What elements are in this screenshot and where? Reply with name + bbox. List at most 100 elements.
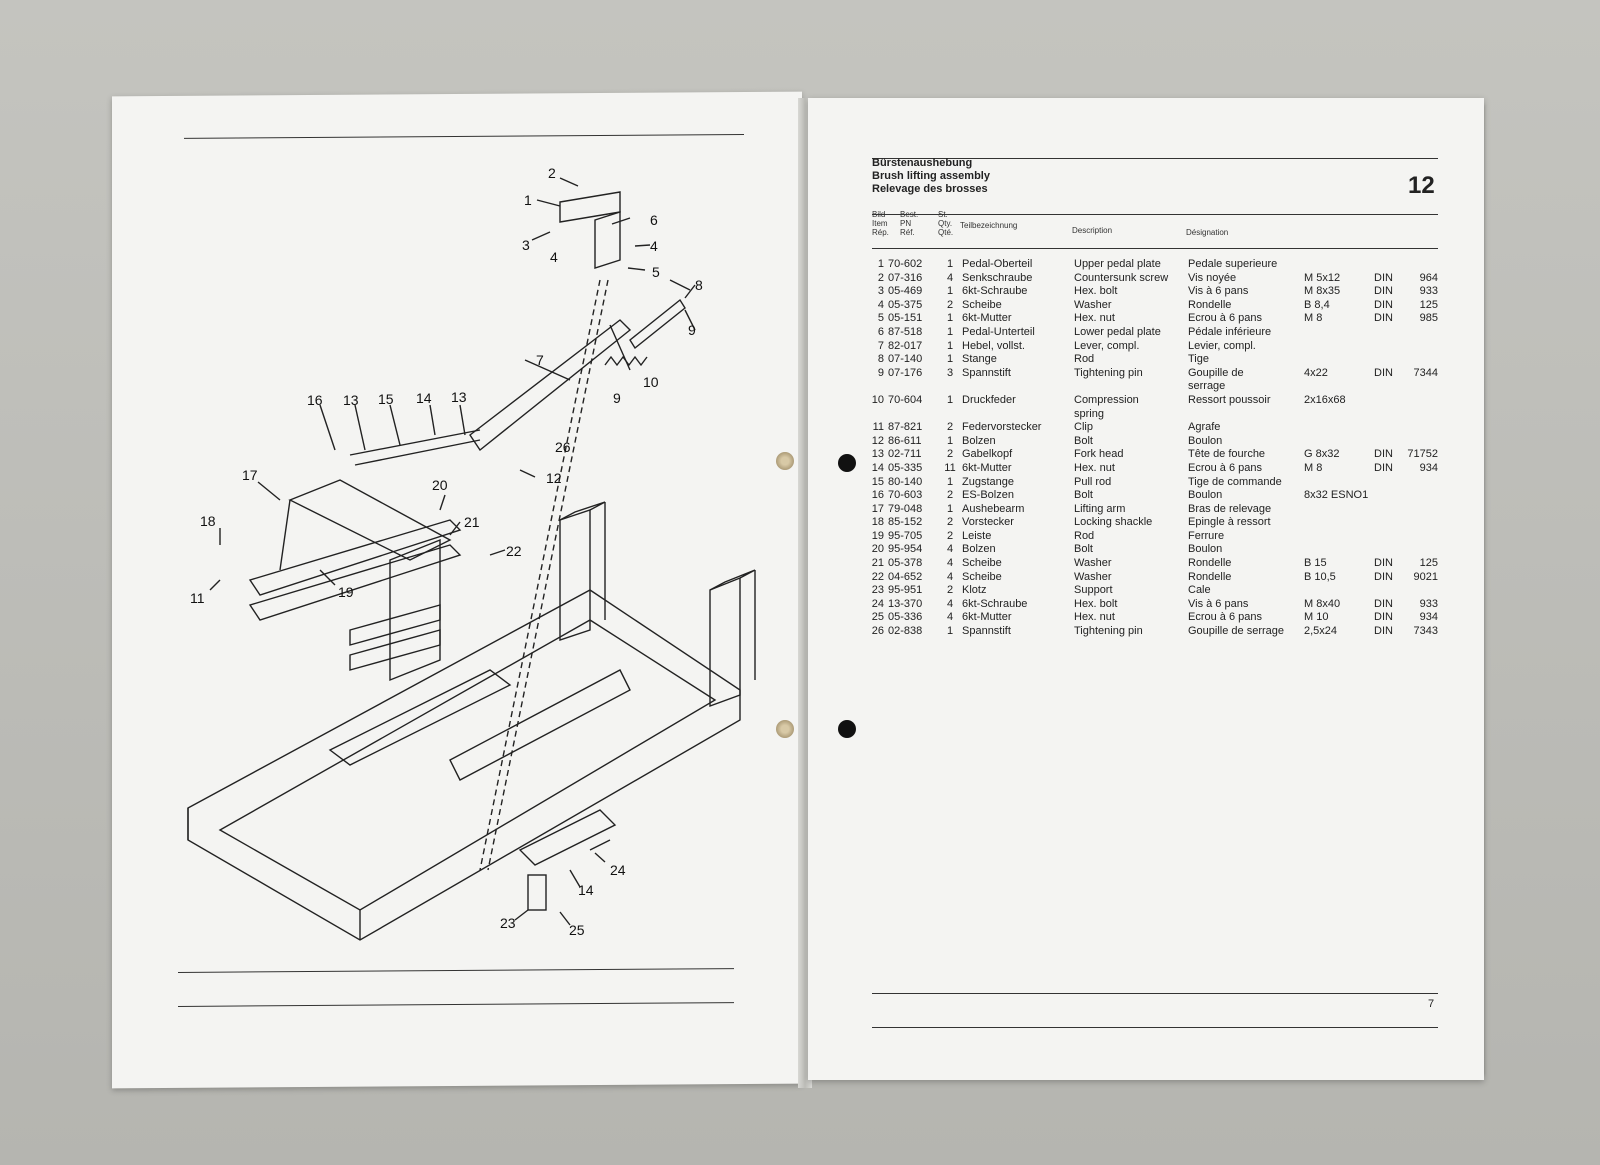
col-header-qty-en: Qty. xyxy=(938,219,953,228)
cell-std xyxy=(1374,435,1402,449)
cell-std xyxy=(1374,326,1402,340)
cell-de: Druckfeder xyxy=(962,393,1016,406)
cell-item xyxy=(866,408,888,422)
cell-en: Pull rod xyxy=(1074,475,1112,488)
cell-en: Hex. bolt xyxy=(1074,285,1118,298)
cell-qty: 1 xyxy=(946,393,954,406)
cell-stdno xyxy=(1402,489,1438,503)
title-de: Bürstenaushebung xyxy=(872,157,973,169)
callout-13b: 13 xyxy=(451,389,467,405)
binding-hole xyxy=(776,720,794,738)
cell-item: 26 xyxy=(871,625,884,638)
cell-en: Rod xyxy=(1074,529,1095,542)
cell-qty: 1 xyxy=(946,353,954,366)
cell-fr: Ressort poussoir xyxy=(1188,393,1271,406)
cell-pn: 13-370 xyxy=(888,597,923,610)
cell-std xyxy=(1374,340,1402,354)
cell-stdno xyxy=(1402,584,1438,598)
frame-drawing xyxy=(187,177,756,941)
cell-fr: Agrafe xyxy=(1188,421,1221,434)
callout-23: 23 xyxy=(500,915,516,931)
cell-size xyxy=(1304,476,1374,490)
cell-fr: Rondelle xyxy=(1188,298,1232,311)
cell-fr: Bras de relevage xyxy=(1188,502,1272,515)
cell-en: Hex. nut xyxy=(1074,312,1115,325)
cell-en: Washer xyxy=(1074,557,1112,570)
callout-4a: 4 xyxy=(550,249,558,265)
cell-stdno: 7344 xyxy=(1413,366,1438,379)
cell-stdno: 985 xyxy=(1419,312,1438,325)
callout-6: 6 xyxy=(650,212,658,228)
cell-size xyxy=(1304,421,1374,435)
cell-item: 12 xyxy=(871,434,884,447)
cell-stdno: 125 xyxy=(1419,557,1438,570)
cell-fr: Ferrure xyxy=(1188,529,1225,542)
callout-3: 3 xyxy=(522,237,530,253)
callout-16: 16 xyxy=(307,392,323,408)
cell-qty: 2 xyxy=(946,584,954,597)
cell-qty: 2 xyxy=(946,489,954,502)
cell-item: 24 xyxy=(871,597,884,610)
cell-pn: 07-140 xyxy=(888,353,923,366)
callout-13a: 13 xyxy=(343,392,359,408)
col-header-item-en: Item xyxy=(872,219,888,228)
cell-item: 11 xyxy=(872,421,884,434)
cell-std: DIN xyxy=(1374,285,1393,298)
cell-fr: Levier, compl. xyxy=(1188,339,1256,352)
cell-std: DIN xyxy=(1374,461,1393,474)
cell-en: Washer xyxy=(1074,298,1112,311)
cell-qty: 1 xyxy=(946,325,954,338)
cell-pn: 79-048 xyxy=(888,502,923,515)
cell-pn: 80-140 xyxy=(888,475,923,488)
header-mid-rule xyxy=(872,214,1438,215)
cell-fr: Vis noyée xyxy=(1188,271,1237,284)
callout-14a: 14 xyxy=(416,390,432,406)
cell-pn: 07-176 xyxy=(888,366,923,379)
cell-stdno: 9021 xyxy=(1413,570,1438,583)
cell-std: DIN xyxy=(1374,611,1393,624)
cell-item: 21 xyxy=(871,557,884,570)
cell-size xyxy=(1304,408,1374,422)
cell-pn: 87-821 xyxy=(888,421,923,434)
callout-26: 26 xyxy=(555,439,571,455)
cell-en: Tightening pin xyxy=(1074,625,1143,638)
cell-pn: 02-838 xyxy=(888,625,923,638)
cell-stdno: 934 xyxy=(1419,611,1438,624)
callout-7: 7 xyxy=(536,352,544,368)
cell-qty: 2 xyxy=(946,529,954,542)
cell-en: Support xyxy=(1074,584,1113,597)
header-bottom-rule xyxy=(872,248,1438,249)
cell-de: Scheibe xyxy=(962,557,1002,570)
col-header-item-fr: Rép. xyxy=(872,228,889,237)
cell-fr: serrage xyxy=(1188,380,1226,393)
cell-size: B 10,5 xyxy=(1304,570,1336,583)
cell-size: G 8x32 xyxy=(1304,448,1340,461)
cell-stdno xyxy=(1402,394,1438,408)
cell-pn: 05-469 xyxy=(888,285,923,298)
cell-std: DIN xyxy=(1374,625,1393,638)
cell-qty: 1 xyxy=(946,339,954,352)
cell-size: 2,5x24 xyxy=(1304,625,1338,638)
cell-pn: 70-604 xyxy=(888,393,923,406)
col-header-name: Teilbezeichnung xyxy=(960,221,1018,230)
cell-qty: 1 xyxy=(946,475,954,488)
callout-21: 21 xyxy=(464,514,480,530)
cell-size: 4x22 xyxy=(1304,366,1328,379)
cell-size xyxy=(1304,584,1374,598)
cell-std: DIN xyxy=(1374,557,1393,570)
cell-std: DIN xyxy=(1374,298,1393,311)
cell-de: Pedal-Oberteil xyxy=(962,258,1033,270)
cell-en: Hex. nut xyxy=(1074,611,1115,624)
cell-std xyxy=(1374,380,1402,394)
cell-stdno: 125 xyxy=(1419,298,1438,311)
col-header-item: Bild Item Rép. xyxy=(872,210,889,237)
cell-pn: 85-152 xyxy=(888,516,923,529)
col-header-description: Description xyxy=(1072,226,1113,235)
